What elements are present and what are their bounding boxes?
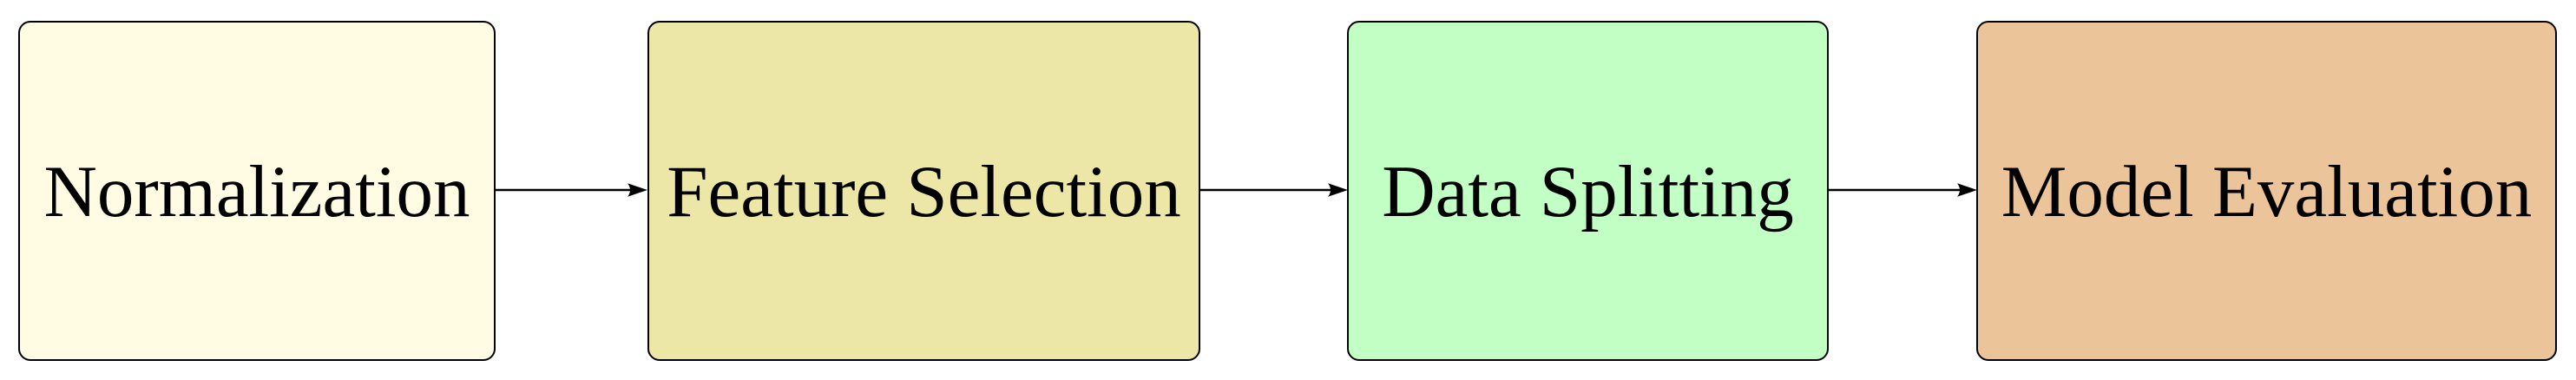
arrow-right-icon (496, 180, 647, 200)
flow-node-data-splitting: Data Splitting (1347, 21, 1829, 361)
flow-node-feature-selection-label: Feature Selection (667, 150, 1181, 233)
flow-node-model-evaluation: Model Evaluation (1976, 21, 2557, 361)
flow-node-model-evaluation-label: Model Evaluation (2001, 150, 2533, 233)
flow-node-normalization-label: Normalization (43, 150, 470, 233)
flow-node-data-splitting-label: Data Splitting (1382, 150, 1794, 233)
flow-node-normalization: Normalization (18, 21, 496, 361)
arrow-right-icon (1829, 180, 1977, 200)
arrow-right-icon (1200, 180, 1348, 200)
flow-node-feature-selection: Feature Selection (647, 21, 1200, 361)
